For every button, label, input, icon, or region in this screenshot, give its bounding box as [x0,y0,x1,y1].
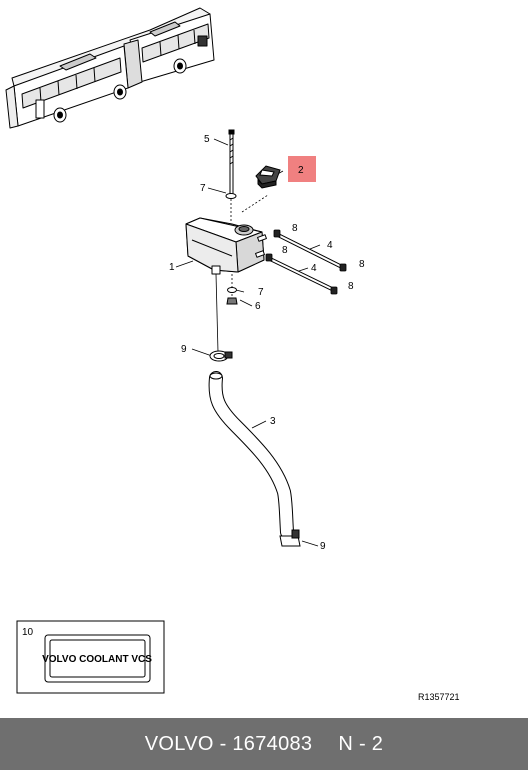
callout-numbers: 5 2 7 8 4 8 1 4 8 8 7 6 9 3 9 [169,134,365,552]
footer-bar: VOLVO - 1674083 N - 2 [0,718,528,770]
nut-part [226,297,238,305]
lower-hose-clamp [279,529,301,547]
hose-clamps [265,229,347,295]
callout-9-lower: 9 [320,541,326,552]
callout-2: 2 [298,165,304,176]
coolant-hose-part [208,371,294,539]
callout-highlight-2 [288,156,316,182]
bus-illustration [5,7,215,129]
page-indicator: N - 2 [338,732,384,755]
bolt-part [228,129,235,197]
label-plate-text: VOLVO COOLANT VCS [42,654,152,665]
callout-8-b: 8 [282,245,288,256]
drain-axis [215,273,219,353]
label-plate-box: 10 VOLVO COOLANT VCS [16,620,165,694]
callout-7-upper: 7 [200,183,206,194]
callout-4-a: 4 [327,240,333,251]
callout-1: 1 [169,262,175,273]
lower-washer-part [227,287,237,293]
leader-lines [175,138,321,547]
callout-8-c: 8 [359,259,365,270]
reference-code: R1357721 [418,692,460,702]
callout-3: 3 [270,416,276,427]
assembly-axes [230,194,269,300]
callout-9-upper: 9 [181,344,187,355]
expansion-tank-part [185,217,267,275]
callout-7-lower: 7 [258,287,264,298]
callout-4-b: 4 [311,263,317,274]
upper-hose-clamp [209,350,233,362]
parts-diagram: 5 2 7 8 4 8 1 4 8 8 7 6 9 3 9 10 VOLVO C… [5,7,460,702]
filler-cap-part [255,165,281,189]
callout-10: 10 [22,627,34,638]
small-hoses [267,232,345,292]
callout-6: 6 [255,301,261,312]
callout-8-d: 8 [348,281,354,292]
callout-5: 5 [204,134,210,145]
washer-part [225,193,237,199]
part-number: VOLVO - 1674083 [144,732,313,755]
callout-8-a: 8 [292,223,298,234]
